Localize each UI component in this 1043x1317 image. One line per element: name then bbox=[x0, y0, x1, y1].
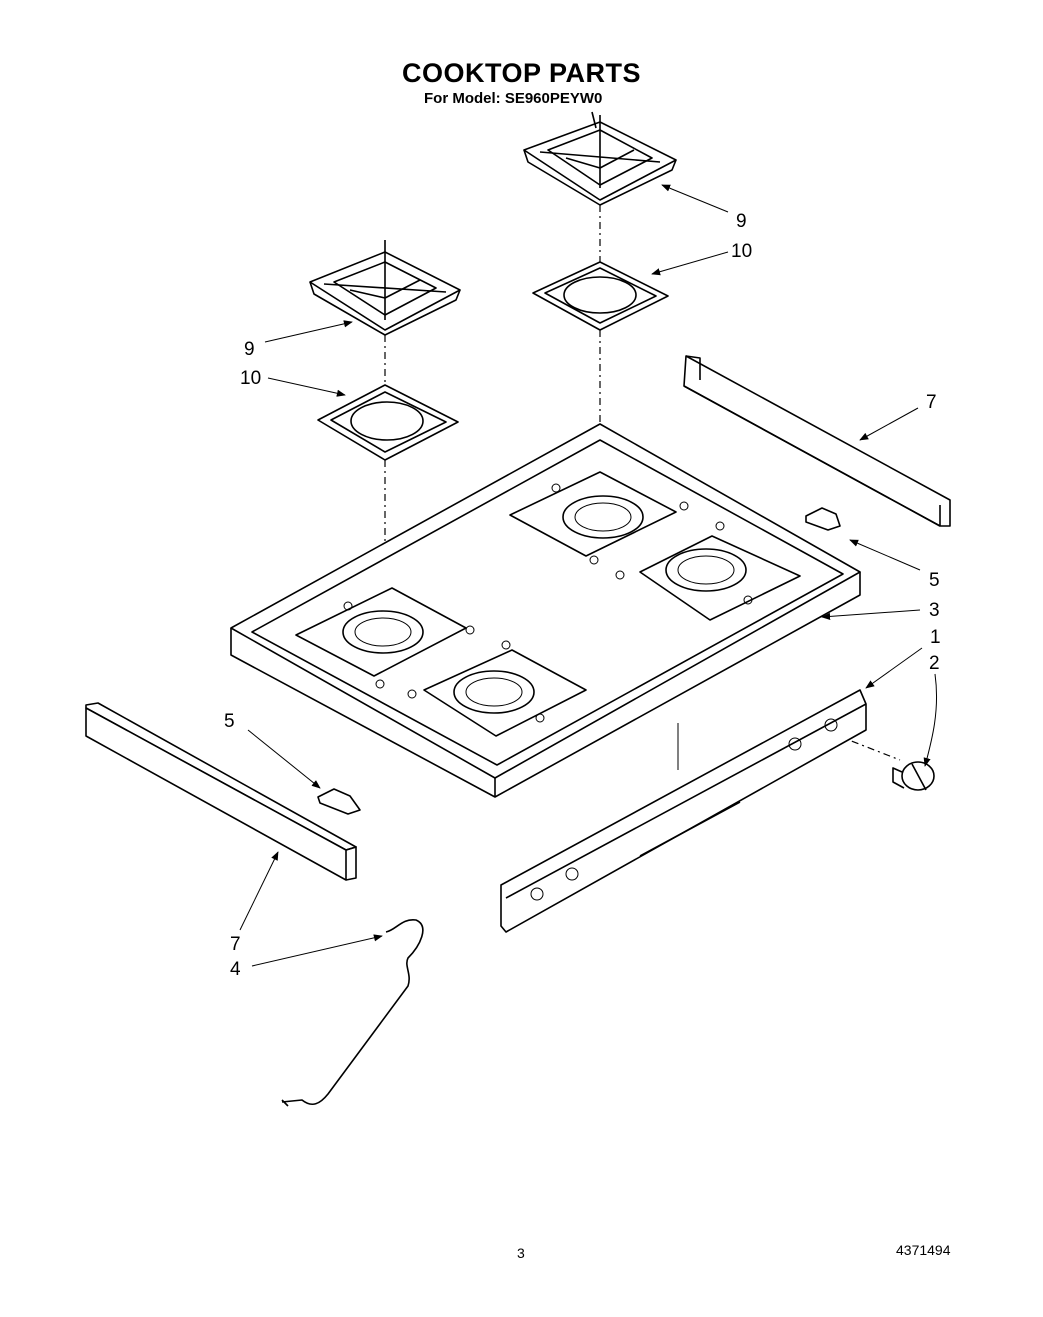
callout-10-right: 10 bbox=[731, 241, 752, 262]
callout-leaders bbox=[239, 184, 938, 967]
page-title: COOKTOP PARTS bbox=[401, 58, 642, 88]
spark-wire bbox=[281, 919, 424, 1107]
callout-9-left: 9 bbox=[244, 339, 255, 360]
side-trim-left bbox=[85, 702, 357, 881]
callout-2: 2 bbox=[929, 653, 940, 674]
callout-labels: 9 10 9 10 7 5 3 1 2 5 7 4 bbox=[224, 211, 941, 980]
callout-10-left: 10 bbox=[240, 368, 261, 389]
clip-right bbox=[805, 507, 841, 531]
model-subtitle: For Model: SE960PEYW0 bbox=[424, 90, 603, 107]
burner-grate-right bbox=[523, 111, 677, 206]
callout-7-left: 7 bbox=[230, 934, 241, 955]
control-knob bbox=[892, 761, 935, 791]
burner-bowl-left bbox=[317, 384, 459, 461]
control-panel bbox=[500, 689, 867, 933]
page-number: 3 bbox=[517, 1245, 525, 1261]
callout-7-right: 7 bbox=[926, 392, 937, 413]
burner-grate-left bbox=[309, 240, 461, 336]
callout-9-right: 9 bbox=[736, 211, 747, 232]
callout-5-left: 5 bbox=[224, 711, 235, 732]
callout-1: 1 bbox=[930, 627, 941, 648]
callout-4: 4 bbox=[230, 959, 241, 980]
callout-3: 3 bbox=[929, 600, 940, 621]
side-trim-right bbox=[683, 355, 951, 527]
callout-5-right: 5 bbox=[929, 570, 940, 591]
burner-bowl-right bbox=[532, 261, 669, 331]
cooktop-main-top bbox=[230, 423, 861, 798]
document-number: 4371494 bbox=[896, 1242, 951, 1258]
clip-left bbox=[317, 788, 361, 815]
